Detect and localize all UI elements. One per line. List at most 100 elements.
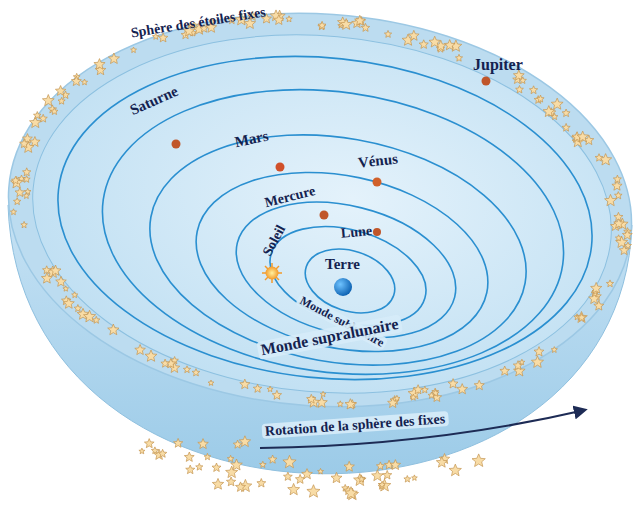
star (144, 439, 154, 448)
star (227, 455, 234, 461)
star (81, 79, 87, 85)
star (429, 36, 440, 47)
venus-dot (373, 178, 382, 187)
star (135, 345, 146, 355)
star (531, 356, 543, 368)
star (410, 394, 417, 400)
star (208, 380, 214, 385)
star (161, 359, 170, 367)
fixed-star-sphere (0, 0, 639, 427)
star (394, 395, 400, 401)
star (390, 460, 401, 470)
star (594, 301, 604, 311)
star (42, 95, 54, 106)
earth-globe (334, 278, 352, 296)
star (23, 176, 30, 183)
star (551, 347, 557, 353)
star (379, 481, 386, 488)
saturn-dot (172, 140, 181, 149)
star (622, 230, 632, 239)
star (519, 359, 525, 365)
star (337, 401, 343, 407)
star (58, 97, 65, 104)
star (286, 16, 292, 22)
star (12, 176, 20, 184)
star (74, 305, 81, 312)
star (331, 472, 342, 482)
star (421, 386, 428, 393)
star (534, 347, 544, 356)
star (272, 390, 281, 399)
star (174, 438, 183, 447)
star (186, 465, 195, 474)
star (355, 15, 366, 25)
star (341, 19, 352, 30)
star (600, 154, 612, 165)
rotation-arrow (260, 410, 585, 448)
star (274, 15, 284, 25)
star (613, 175, 621, 183)
star (612, 181, 622, 191)
star (260, 461, 267, 467)
star (562, 123, 570, 131)
star (288, 483, 300, 494)
star (318, 468, 324, 474)
star (345, 399, 356, 409)
star (474, 380, 484, 390)
star (519, 77, 526, 84)
star (198, 439, 209, 449)
star (320, 391, 326, 396)
star (158, 449, 166, 457)
star (63, 286, 69, 291)
star (412, 475, 418, 481)
star (428, 392, 435, 398)
star (226, 477, 235, 486)
star (614, 212, 623, 221)
saturn-orbit (42, 31, 609, 405)
star (449, 464, 461, 476)
star (23, 168, 31, 176)
jupiter-orbit (84, 61, 582, 403)
star (383, 470, 392, 479)
star (591, 282, 602, 293)
star (108, 53, 119, 64)
star (184, 452, 194, 461)
star (551, 98, 563, 109)
stars (10, 10, 632, 500)
mars-orbit (131, 107, 544, 394)
star (307, 394, 316, 403)
star (358, 476, 365, 482)
star (131, 47, 137, 53)
star (388, 398, 398, 408)
star (500, 366, 510, 375)
star (145, 350, 157, 361)
star (14, 198, 21, 205)
star (318, 21, 326, 29)
moon-dot (373, 228, 381, 236)
star (267, 386, 273, 392)
star (576, 312, 588, 323)
star (11, 177, 23, 188)
star (50, 265, 61, 275)
star (10, 209, 16, 215)
mars-dot (276, 163, 285, 172)
star (419, 40, 428, 49)
star (20, 139, 29, 148)
star (233, 440, 242, 448)
star (239, 436, 250, 447)
star (212, 478, 223, 489)
star (183, 366, 190, 373)
star (302, 469, 313, 479)
star (577, 131, 588, 142)
star (606, 280, 613, 287)
star (93, 316, 100, 323)
star (139, 448, 145, 454)
star (63, 298, 74, 309)
star (448, 379, 458, 388)
star (284, 472, 293, 480)
planet-name: Jupiter (470, 56, 526, 74)
star (436, 457, 447, 468)
star (55, 86, 65, 96)
star (543, 106, 555, 117)
